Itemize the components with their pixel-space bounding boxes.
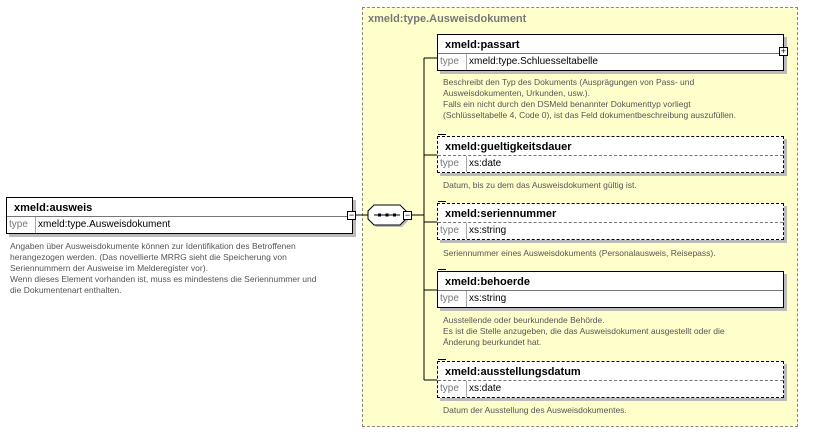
type-value: xmeld:type.Ausweisdokument — [38, 219, 171, 230]
doc-behoerde: Ausstellende oder beurkundende Behörde. … — [443, 315, 725, 347]
element-box-ausstellungsdatum[interactable]: xmeld:ausstellungsdatum type xs:date — [437, 361, 784, 398]
root-element-name: xmeld:ausweis — [14, 202, 93, 214]
type-region-title: xmeld:type.Ausweisdokument — [368, 13, 527, 25]
type-value: xs:date — [469, 383, 502, 394]
element-box-passart[interactable]: xmeld:passart type xmeld:type.Schluessel… — [437, 34, 784, 71]
type-value: xmeld:type.Schluesseltabelle — [469, 56, 598, 67]
type-row-ausstellungsdatum: type xs:date — [438, 380, 783, 397]
sequence-icon[interactable] — [367, 204, 408, 227]
element-name-gueltigkeitsdauer: xmeld:gueltigkeitsdauer — [445, 141, 572, 153]
element-name-behoerde: xmeld:behoerde — [445, 276, 530, 288]
type-value: xs:string — [469, 225, 507, 236]
element-name-seriennummer: xmeld:seriennummer — [445, 208, 557, 220]
type-label: type — [440, 293, 459, 304]
element-box-behoerde[interactable]: xmeld:behoerde type xs:string — [437, 271, 784, 308]
plus-icon[interactable]: + — [779, 46, 788, 56]
element-box-seriennummer[interactable]: xmeld:seriennummer type xs:string — [437, 203, 784, 240]
doc-seriennummer: Seriennummer eines Ausweisdokuments (Per… — [443, 248, 716, 258]
root-element-box[interactable]: xmeld:ausweis type xmeld:type.Ausweisdok… — [6, 197, 353, 234]
element-name-passart: xmeld:passart — [445, 39, 520, 51]
type-row-behoerde: type xs:string — [438, 290, 783, 307]
type-label: type — [9, 219, 28, 230]
type-label: type — [440, 225, 459, 236]
type-row-passart: type xmeld:type.Schluesseltabelle — [438, 53, 783, 70]
root-type-row: type xmeld:type.Ausweisdokument — [7, 216, 352, 233]
type-label: type — [440, 158, 459, 169]
element-name-ausstellungsdatum: xmeld:ausstellungsdatum — [445, 366, 581, 378]
type-value: xs:date — [469, 158, 502, 169]
type-row-gueltigkeitsdauer: type xs:date — [438, 155, 783, 172]
collapse-root-icon[interactable]: − — [347, 210, 356, 220]
collapse-sequence-icon[interactable]: − — [403, 210, 412, 220]
doc-passart: Beschreibt den Typ des Dokuments (Ausprä… — [443, 77, 736, 120]
type-value: xs:string — [469, 293, 507, 304]
root-documentation: Angaben über Ausweisdokumente können zur… — [10, 241, 317, 295]
doc-ausstellungsdatum: Datum der Ausstellung des Ausweisdokumen… — [443, 405, 627, 415]
type-row-seriennummer: type xs:string — [438, 222, 783, 239]
type-label: type — [440, 383, 459, 394]
type-label: type — [440, 56, 459, 67]
doc-gueltigkeitsdauer: Datum, bis zu dem das Ausweisdokument gü… — [443, 180, 637, 190]
element-box-gueltigkeitsdauer[interactable]: xmeld:gueltigkeitsdauer type xs:date — [437, 136, 784, 173]
